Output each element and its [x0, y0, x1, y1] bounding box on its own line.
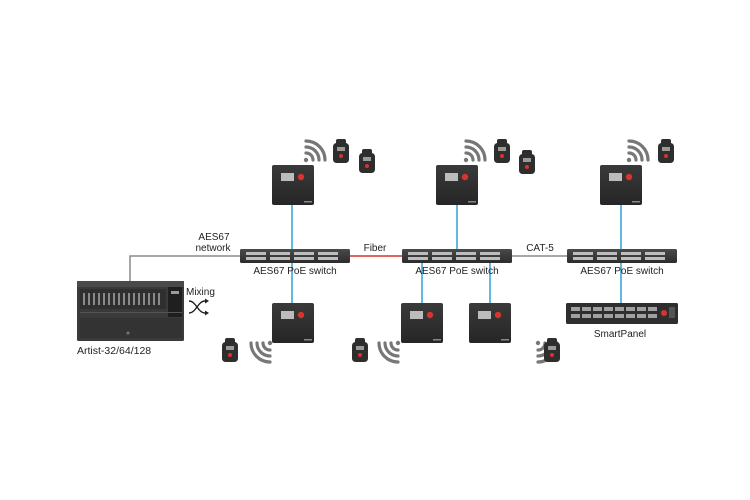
beltpack-icon [494, 139, 510, 163]
switch-label-3: AES67 PoE switch [580, 266, 663, 277]
network-switch-icon [402, 249, 512, 263]
antenna-station-icon [272, 165, 314, 205]
antenna-station-top-2 [436, 165, 478, 205]
cat5-label: CAT-5 [526, 243, 554, 254]
fiber-label: Fiber [364, 243, 387, 254]
aes67-network-link [129, 255, 240, 281]
beltpack-icon [658, 139, 674, 163]
wireless-signal-icon [377, 340, 401, 364]
poe-switch-2 [402, 249, 512, 263]
switch-label-1: AES67 PoE switch [253, 266, 336, 277]
wireless-signal-icon [626, 139, 650, 163]
antenna-station-bottom-1 [272, 303, 314, 343]
antenna-station-icon [469, 303, 511, 343]
beltpack-icon [352, 338, 368, 362]
backbone-links [129, 255, 567, 281]
poe-switch-1 [240, 249, 350, 263]
beltpack-icon [519, 150, 535, 174]
aes67-label-line2: network [195, 243, 231, 254]
antenna-station-icon [272, 303, 314, 343]
antenna-station-top-1 [272, 165, 314, 205]
antenna-station-icon [436, 165, 478, 205]
beltpacks [222, 139, 674, 362]
antenna-station-icon [401, 303, 443, 343]
poe-links [291, 205, 622, 303]
switch-label-2: AES67 PoE switch [415, 266, 498, 277]
antenna-station-top-3 [600, 165, 642, 205]
mixer-label: Artist-32/64/128 [77, 345, 151, 357]
beltpack-icon [333, 139, 349, 163]
beltpack-icon [222, 338, 238, 362]
beltpack-icon [544, 338, 560, 362]
network-switch-icon [240, 249, 350, 263]
mixing-label: Mixing [186, 287, 215, 298]
crossover-arrows-icon [188, 298, 209, 316]
antenna-station-icon [600, 165, 642, 205]
artist-mixer-frame [77, 281, 184, 341]
network-switch-icon [567, 249, 677, 263]
wireless-signal-icon [463, 139, 487, 163]
antenna-station-bottom-2 [401, 303, 443, 343]
antenna-station-bottom-3 [469, 303, 511, 343]
wireless-signal-icon [249, 340, 273, 364]
smartpanel [566, 303, 678, 324]
beltpack-icon [359, 149, 375, 173]
aes67-label-line1: AES67 [198, 232, 230, 243]
wireless-signal-icon [303, 139, 327, 163]
labels: AES67 network Fiber CAT-5 AES67 PoE swit… [77, 232, 664, 357]
poe-switch-3 [567, 249, 677, 263]
smartpanel-label: SmartPanel [594, 329, 646, 340]
